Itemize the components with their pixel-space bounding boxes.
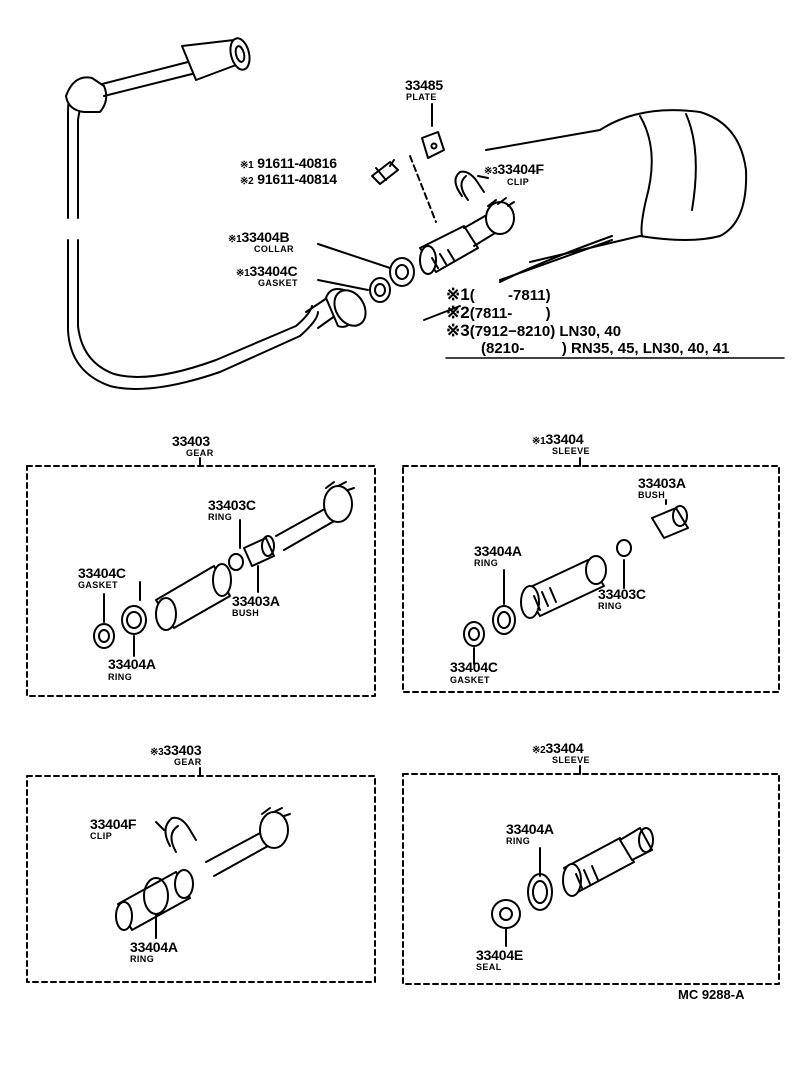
panel-4-part-1-number: 33404A <box>506 821 554 837</box>
panel-4-label: SLEEVE <box>552 755 590 765</box>
collar-part-number: ※133404B <box>228 229 290 245</box>
panel-1-label: GEAR <box>186 448 214 458</box>
panel-1-part-3-label: BUSH <box>232 608 260 618</box>
clip-mark: ※3 <box>484 166 498 177</box>
panel-2-title: ※133404 <box>532 431 584 447</box>
panel-4-mark: ※2 <box>532 745 546 756</box>
footnote-1-mark: ※1 <box>446 285 470 304</box>
plate-part <box>421 131 445 159</box>
clip-part-number: ※333404F <box>484 162 544 177</box>
panel-3-part-2-label: RING <box>130 954 155 964</box>
panel-2-part-1-label: BUSH <box>638 490 666 500</box>
panel-3-number: 33403 <box>163 742 202 758</box>
panel-3-drawing <box>115 807 291 939</box>
panel-1-drawing <box>93 481 355 657</box>
bolt-2-number: 91611-40814 <box>257 171 337 187</box>
footnote-4-range: (8210- ) <box>481 340 567 357</box>
panel-3-frame <box>26 775 376 983</box>
sleeve-gear-drawing <box>419 197 515 275</box>
collar-ring <box>389 257 415 287</box>
panel-2-part-1-number: 33403A <box>638 475 686 491</box>
panel-4-frame <box>402 773 780 985</box>
gasket-mark: ※1 <box>236 268 250 279</box>
footnote-4-models: RN35, 45, LN30, 40, 41 <box>571 340 730 357</box>
panel-1-part-1-number: 33403C <box>208 497 256 513</box>
collar-mark: ※1 <box>228 234 242 245</box>
panel-1-part-2-label: GASKET <box>78 580 118 590</box>
panel-2-mark: ※1 <box>532 436 546 447</box>
panel-2-part-2-number: 33404A <box>474 543 522 559</box>
panel-1-part-4-label: RING <box>108 672 133 682</box>
plate-part-label: PLATE <box>406 92 437 102</box>
panel-2-label: SLEEVE <box>552 446 590 456</box>
footnote-1-range: ( -7811) <box>469 287 551 304</box>
panel-2-part-3-label: RING <box>598 601 623 611</box>
gasket-ring <box>369 277 391 303</box>
panel-1-part-2-number: 33404C <box>78 565 126 581</box>
panel-4-part-1-label: RING <box>506 836 531 846</box>
plate-part-number: 33485 <box>405 77 443 93</box>
panel-3-title: ※333403 <box>150 742 202 758</box>
footnote-3: ※3(7912−8210) LN30, 40 <box>446 322 621 339</box>
gasket-part-label: GASKET <box>258 278 298 288</box>
collar-number: 33404B <box>241 229 290 245</box>
footnote-3-mark: ※3 <box>446 321 470 340</box>
panel-3-part-1-number: 33404F <box>90 816 137 832</box>
panel-4-title: ※233404 <box>532 740 584 756</box>
panel-2-part-3-number: 33403C <box>598 586 646 602</box>
bolt-2-mark: ※2 <box>240 176 254 187</box>
gasket-part-number: ※133404C <box>236 263 298 279</box>
panel-1-part-3-number: 33403A <box>232 593 280 609</box>
clip-part <box>454 170 485 201</box>
clip-part-label: CLIP <box>507 177 530 187</box>
footnote-2-range: (7811- ) <box>469 305 551 322</box>
panel-2-drawing <box>463 499 689 665</box>
bolt-1-part: ※1 91611-40816 <box>240 156 337 171</box>
footnote-2-mark: ※2 <box>446 303 470 322</box>
footnote-3-models: LN30, 40 <box>559 323 622 340</box>
panel-3-mark: ※3 <box>150 747 164 758</box>
panel-2-frame <box>402 465 780 693</box>
panel-4-drawing <box>491 827 654 947</box>
panel-3-part-2-number: 33404A <box>130 939 178 955</box>
footnote-3-range: (7912−8210) <box>469 323 556 340</box>
bolt-1-number: 91611-40816 <box>257 155 337 171</box>
panel-1-number: 33403 <box>172 433 210 449</box>
panel-4-part-2-label: SEAL <box>476 962 502 972</box>
diagram-reference-code: MC 9288-A <box>678 987 745 1002</box>
panel-4-part-2-number: 33404E <box>476 947 524 963</box>
collar-part-label: COLLAR <box>254 244 294 254</box>
panel-2-part-2-label: RING <box>474 558 499 568</box>
bolt-2-part: ※2 91611-40814 <box>240 172 337 187</box>
panel-1-part-4-number: 33404A <box>108 656 156 672</box>
panel-2-part-4-label: GASKET <box>450 675 490 685</box>
panel-1-part-1-label: RING <box>208 512 233 522</box>
bolt-1-mark: ※1 <box>240 160 254 171</box>
transmission-housing-drawing <box>485 109 748 281</box>
panel-3-part-1-label: CLIP <box>90 831 113 841</box>
speedometer-cable-drawing <box>65 37 367 390</box>
gasket-number: 33404C <box>249 263 298 279</box>
footnote-1: ※1( -7811) <box>446 286 551 303</box>
footnote-4: (8210- ) RN35, 45, LN30, 40, 41 <box>481 341 729 356</box>
bolt-part <box>371 161 399 185</box>
panel-2-number: 33404 <box>545 431 584 447</box>
panel-4-number: 33404 <box>545 740 584 756</box>
panel-3-label: GEAR <box>174 757 202 767</box>
footnote-2: ※2(7811- ) <box>446 304 551 321</box>
clip-number: 33404F <box>497 161 544 177</box>
panel-2-part-4-number: 33404C <box>450 659 498 675</box>
